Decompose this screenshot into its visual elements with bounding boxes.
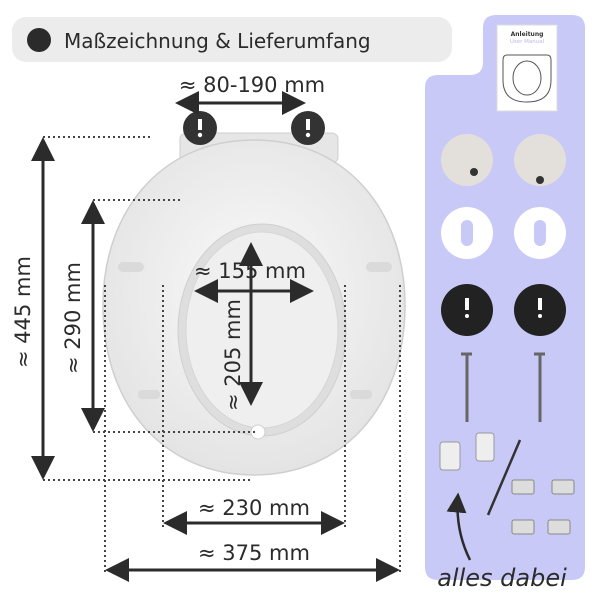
- guide-lines: [43, 136, 401, 575]
- hinge-knob-left: [183, 111, 217, 145]
- manual-subtitle: User Manual: [510, 39, 545, 45]
- mounting-hardware: [439, 432, 575, 535]
- header-pill: Maßzeichnung & Lieferumfang: [12, 17, 452, 62]
- dimension-arrows: [31, 91, 400, 582]
- bullet-icon: [27, 28, 51, 52]
- white-washers: [441, 207, 566, 259]
- page-title: Maßzeichnung & Lieferumfang: [64, 29, 371, 53]
- hinge-knob-right: [291, 111, 325, 145]
- label-opening-width: ≈ 155 mm: [194, 259, 306, 283]
- manual-title: Anleitung: [511, 31, 544, 38]
- label-inner-width: ≈ 230 mm: [198, 496, 310, 520]
- pointer-arrow: [446, 492, 472, 561]
- label-opening-length: ≈ 205 mm: [221, 299, 245, 411]
- bolts: [461, 352, 545, 422]
- label-total-length: ≈ 445 mm: [11, 256, 35, 368]
- label-inner-length: ≈ 290 mm: [61, 262, 85, 374]
- caption-alles-dabei: alles dabei: [437, 564, 567, 592]
- label-total-width: ≈ 375 mm: [198, 541, 310, 565]
- cover-caps: [441, 134, 566, 186]
- toilet-seat: [102, 111, 406, 476]
- manual-booklet: Anleitung User Manual: [496, 24, 558, 112]
- label-hinge-spacing: ≈ 80-190 mm: [179, 73, 325, 97]
- black-discs: [441, 284, 566, 336]
